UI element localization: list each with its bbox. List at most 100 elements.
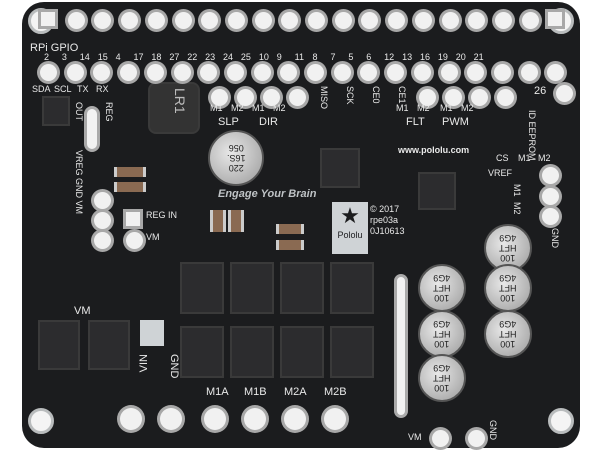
cap-marking: 100 xyxy=(434,383,450,393)
gpio-pad xyxy=(308,12,325,29)
board-slot xyxy=(394,274,408,418)
pad xyxy=(542,208,559,225)
pcb-board: RPi GPIO 26 MOSI MISO SCK CE0 CE1 M1 M2 … xyxy=(22,2,580,448)
gpio-pin-label: 16 xyxy=(419,52,430,62)
flt-m1-pad xyxy=(419,89,436,106)
cap-marking: 100 xyxy=(434,293,450,303)
gpio-pin-label: 6 xyxy=(366,52,372,62)
mosfet xyxy=(232,264,272,312)
gpio-pad xyxy=(66,64,84,81)
cap-marking: 4G9 xyxy=(499,233,517,243)
slp-m1-pad xyxy=(211,89,228,106)
spi-ce0-label: CE0 xyxy=(371,86,381,104)
gpio-pad xyxy=(387,64,405,81)
gpio-pin-label: 11 xyxy=(294,52,304,62)
reg-jumper-slot xyxy=(84,106,100,152)
gpio-pad xyxy=(227,12,245,29)
gpio-pin-label: 14 xyxy=(79,52,90,62)
ic-chip xyxy=(44,98,68,124)
sda-label: SDA xyxy=(32,84,51,94)
vref-label: VREF xyxy=(488,168,513,178)
gnd-bottom-right-label: GND xyxy=(488,420,498,440)
star-icon: ★ xyxy=(340,203,360,228)
cap-marking: 4G9 xyxy=(433,363,451,373)
smd-component xyxy=(276,240,304,250)
mosfet xyxy=(332,264,372,312)
cs-label: CS xyxy=(496,153,509,163)
m2b-label: M2B xyxy=(324,386,347,398)
gpio-pad xyxy=(67,12,85,29)
id-eeprom-label: ID EEPROM xyxy=(527,110,537,161)
screw-terminal-pad xyxy=(284,408,306,430)
gpio-pad xyxy=(200,64,218,81)
gnd-bottom-label: GND xyxy=(168,354,180,379)
inductor-marking: LR1 xyxy=(172,88,188,114)
gpio-pad xyxy=(120,64,138,81)
pad xyxy=(542,188,559,205)
m1a-label: M1A xyxy=(206,386,229,398)
vm-pad xyxy=(432,430,449,447)
gpio-pad xyxy=(147,12,165,29)
gpio-pad xyxy=(547,64,565,81)
smd-component xyxy=(114,182,146,192)
gpio-pin-label: 27 xyxy=(169,52,180,62)
gpio-pad xyxy=(441,12,459,29)
gpio-pad xyxy=(521,12,539,29)
flt-label: FLT xyxy=(406,116,425,128)
mosfet xyxy=(282,328,322,376)
gpio-pad xyxy=(520,64,538,81)
cap-marking: 100 xyxy=(434,339,450,349)
gpio-pin-label: 7 xyxy=(330,52,336,62)
pin-26-label: 26 xyxy=(534,85,547,97)
smd-component xyxy=(228,210,244,232)
ic-chip xyxy=(420,174,454,208)
mosfet xyxy=(182,264,222,312)
gpio-pin-label: 25 xyxy=(240,52,251,62)
gpio-pad xyxy=(281,12,299,29)
reg-in-pad xyxy=(126,212,140,226)
gpio-pad xyxy=(280,64,298,81)
gpio-pin-label: 15 xyxy=(97,52,108,62)
gpio-pin-label: 24 xyxy=(223,52,234,62)
mosfet xyxy=(232,328,272,376)
m1b-label: M1B xyxy=(244,386,267,398)
vreg-gnd-vm-label: VREG GND VM xyxy=(74,150,84,215)
spi-ce1-label: CE1 xyxy=(397,86,407,104)
dir-m1-label: M1 xyxy=(252,103,265,113)
slogan: Engage Your Brain xyxy=(218,188,317,200)
cap-marking: HFT xyxy=(499,243,517,253)
slp-m1-label: M1 xyxy=(210,103,223,113)
reg-label: REG xyxy=(104,102,114,122)
vref-m1-label: M1 xyxy=(512,184,522,197)
cap-marking: 100 xyxy=(500,253,516,263)
gpio-pad xyxy=(493,64,511,81)
vm-bottom-label: VM xyxy=(408,432,422,442)
gpio-pad xyxy=(440,64,458,81)
cap-marking: HFT xyxy=(433,373,451,383)
pwm-m2-label: M2 xyxy=(461,103,474,113)
serial-number: 0J10613 xyxy=(370,226,405,236)
smd-component xyxy=(114,167,146,177)
screw-terminal-pad xyxy=(244,408,266,430)
cap-marking: 100 xyxy=(500,293,516,303)
slp-label: SLP xyxy=(218,116,239,128)
cap-marking: HFT xyxy=(499,283,517,293)
gnd-pad xyxy=(468,430,485,447)
vin-label: VIN xyxy=(138,354,150,373)
spi-miso-label: MISO xyxy=(319,86,329,110)
copyright: © 2017 xyxy=(370,204,400,214)
mounting-hole xyxy=(548,408,574,434)
dir-m1-pad xyxy=(263,89,280,106)
gpio-pad xyxy=(94,12,112,29)
gpio-pin-label: 21 xyxy=(473,52,484,62)
m2a-label: M2A xyxy=(284,386,307,398)
gpio-pad xyxy=(468,12,486,29)
gpio-pad xyxy=(548,12,563,26)
cap-marking: 4G9 xyxy=(433,273,451,283)
pololu-logo: ★ Pololu xyxy=(332,202,368,254)
gpio-pad xyxy=(494,12,512,29)
cap-marking: 16S. xyxy=(226,153,246,163)
